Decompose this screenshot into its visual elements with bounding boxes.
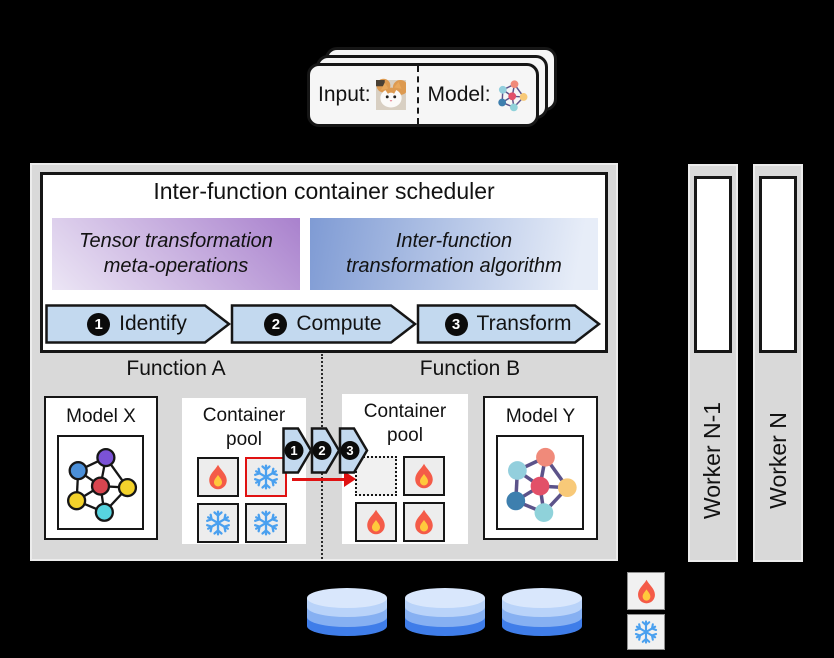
transform-arrow-line (292, 478, 346, 481)
model-x-box: Model X (44, 396, 158, 540)
step-3-badge: 3 (444, 312, 468, 336)
model-y-title: Model Y (505, 406, 576, 427)
container-cold-selected (245, 457, 287, 497)
input-label: Input: (318, 83, 371, 106)
step-1-label: Identify (119, 312, 187, 335)
step-transform: 3 Transform (420, 304, 596, 344)
container-warm (403, 502, 445, 542)
container-warm (355, 502, 397, 542)
pool-a-title-line1: Container (202, 405, 286, 426)
worker-n-label: Worker N (764, 411, 791, 509)
snowflake-icon (634, 620, 658, 644)
database-icon (307, 588, 387, 636)
meta-operations-line1: Tensor transformation (79, 230, 273, 252)
step-compute: 2 Compute (234, 304, 412, 344)
model-y-graph-icon (504, 445, 579, 524)
container-pool-a: Container pool (182, 398, 306, 544)
container-warm (403, 456, 445, 496)
container-empty-target (355, 456, 397, 496)
function-b-label: Function B (419, 357, 521, 380)
step-2-badge: 2 (264, 312, 288, 336)
request-card: Input: Model: (307, 63, 539, 127)
algorithm-box: Inter-function transformation algorithm (310, 218, 598, 290)
step-3-label: Transform (476, 312, 572, 335)
database-icon (502, 588, 582, 636)
snowflake-icon (205, 510, 231, 536)
pool-b-title-line1: Container (363, 401, 447, 422)
worker-n1-slot (694, 176, 732, 353)
model-x-frame (57, 435, 144, 530)
meta-operations-box: Tensor transformation meta-operations (52, 218, 300, 290)
legend-cold (627, 614, 665, 650)
container-cold (245, 503, 287, 543)
fire-icon (415, 509, 433, 535)
model-label: Model: (427, 83, 491, 106)
transform-arrow-head (344, 471, 356, 487)
step-2-label: Compute (296, 312, 382, 335)
scheduler-title: Inter-function container scheduler (153, 178, 495, 204)
fire-icon (367, 509, 385, 535)
worker-n-slot (759, 176, 797, 353)
model-x-graph-icon (67, 447, 138, 522)
fire-icon (209, 464, 227, 490)
cat-photo (375, 78, 406, 110)
legend-warm (627, 572, 665, 610)
algorithm-line2: transformation algorithm (346, 255, 562, 277)
meta-operations-line2: meta-operations (103, 255, 249, 277)
mini-step-3: 3 (346, 443, 353, 458)
function-a-label: Function A (126, 357, 226, 380)
snowflake-icon (253, 510, 279, 536)
neural-network-icon (497, 79, 528, 112)
worker-n1-label-wrap: Worker N-1 (688, 360, 738, 560)
snowflake-icon (253, 464, 279, 490)
container-pool-b: Container pool (342, 394, 468, 544)
fire-icon (637, 579, 655, 603)
fire-icon (415, 463, 433, 489)
pool-a-title-line2: pool (226, 428, 262, 450)
card-divider (416, 66, 419, 124)
step-identify: 1 Identify (48, 304, 226, 344)
worker-n-label-wrap: Worker N (753, 360, 803, 560)
container-warm (197, 457, 239, 497)
step-1-badge: 1 (87, 312, 111, 336)
pool-b-title-line2: pool (387, 424, 423, 446)
model-y-frame (496, 435, 584, 530)
model-y-box: Model Y (483, 396, 598, 540)
worker-n1-label: Worker N-1 (699, 401, 726, 519)
model-x-title: Model X (66, 406, 136, 427)
mini-pipeline-arrows: 1 2 3 (282, 427, 369, 474)
database-icon (405, 588, 485, 636)
algorithm-line1: Inter-function (395, 230, 513, 252)
container-cold (197, 503, 239, 543)
mini-step-2: 2 (318, 443, 325, 458)
mini-step-1: 1 (290, 443, 297, 458)
